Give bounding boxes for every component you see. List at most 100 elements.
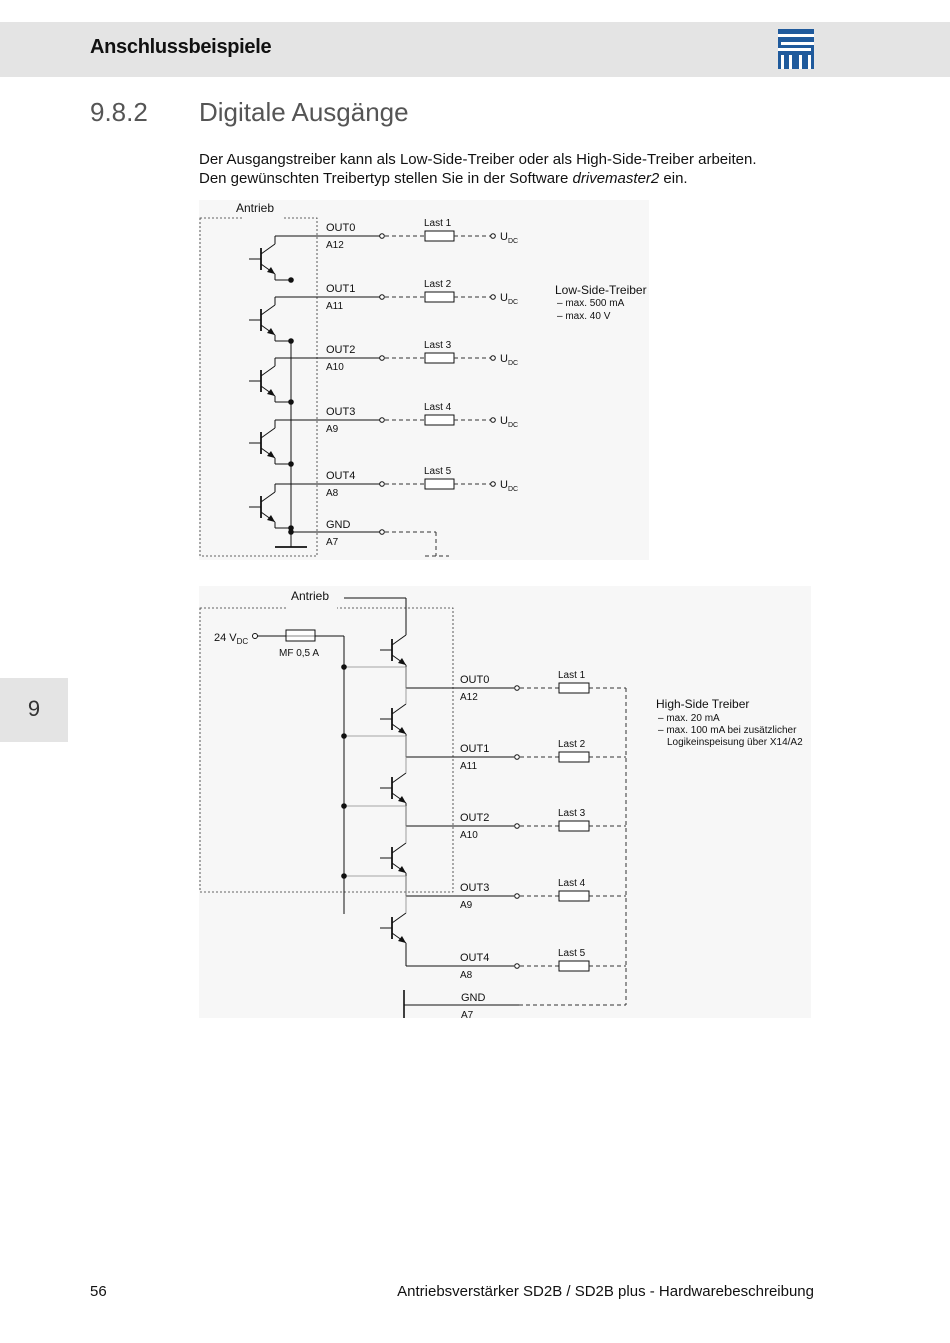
high-side-load-label-2: Last 3 bbox=[558, 808, 586, 819]
software-name: drivemaster2 bbox=[572, 170, 660, 187]
low-side-out-label-3: OUT3 bbox=[326, 406, 355, 418]
high-side-pin-label-1: A11 bbox=[460, 761, 477, 772]
low-side-pin-label-2: A10 bbox=[326, 362, 344, 373]
high-side-junction-3 bbox=[341, 803, 347, 809]
low-side-supply-terminal-3 bbox=[490, 417, 496, 423]
section-number: 9.8.2 bbox=[90, 97, 148, 127]
low-side-pin-label-1: A11 bbox=[326, 301, 343, 312]
low-side-frame-label: Antrieb bbox=[236, 201, 274, 215]
high-side-transistor-0 bbox=[380, 634, 407, 666]
low-side-pin-label-3: A9 bbox=[326, 424, 339, 435]
low-side-load-3 bbox=[424, 414, 455, 426]
low-side-terminal-3 bbox=[379, 417, 385, 423]
low-side-load-4 bbox=[424, 478, 455, 490]
high-side-transistor-2 bbox=[380, 772, 407, 804]
section-title: Digitale Ausgänge bbox=[199, 97, 409, 127]
chapter-tab: 9 bbox=[0, 678, 68, 742]
high-side-transistor-1 bbox=[380, 703, 407, 735]
low-side-supply-terminal-4 bbox=[490, 481, 496, 487]
fuse-symbol bbox=[285, 629, 316, 642]
low-side-terminal-1 bbox=[379, 294, 385, 300]
high-side-out-label-4: OUT4 bbox=[460, 952, 489, 964]
chapter-tab-label: 9 bbox=[27, 696, 41, 721]
low-side-pin-label-0: A12 bbox=[326, 240, 344, 251]
high-side-frame-label: Antrieb bbox=[291, 589, 329, 603]
low-side-transistor-3 bbox=[249, 427, 276, 459]
high-side-note-line-2: – max. 100 mA bei zusätzlicher bbox=[658, 725, 797, 736]
low-side-transistor-4 bbox=[249, 491, 276, 523]
low-side-transistor-1 bbox=[249, 304, 276, 336]
low-side-out-label-1: OUT1 bbox=[326, 283, 355, 295]
high-side-pin-label-4: A8 bbox=[460, 970, 473, 981]
high-side-pin-label-3: A9 bbox=[460, 900, 473, 911]
low-side-supply-terminal-0 bbox=[490, 233, 496, 239]
page-number: 56 bbox=[90, 1283, 107, 1300]
low-side-pin-label-4: A8 bbox=[326, 488, 339, 499]
company-logo bbox=[778, 29, 814, 69]
low-side-note-line-1: – max. 500 mA bbox=[557, 298, 625, 309]
high-side-junction-1 bbox=[341, 664, 347, 670]
high-side-load-4 bbox=[558, 960, 590, 972]
high-side-out-label-0: OUT0 bbox=[460, 674, 489, 686]
high-side-load-label-4: Last 5 bbox=[558, 948, 586, 959]
high-side-gnd-label: GND bbox=[461, 992, 486, 1004]
low-side-transistor-2 bbox=[249, 365, 276, 397]
low-side-out-label-4: OUT4 bbox=[326, 470, 355, 482]
high-side-load-1 bbox=[558, 751, 590, 763]
high-side-load-label-0: Last 1 bbox=[558, 670, 586, 681]
low-side-gnd-pin: A7 bbox=[326, 537, 339, 548]
high-side-terminal-1 bbox=[514, 754, 520, 760]
high-side-note-title: High-Side Treiber bbox=[656, 697, 749, 711]
low-side-note-title: Low-Side-Treiber bbox=[555, 283, 647, 297]
high-side-pin-label-0: A12 bbox=[460, 692, 478, 703]
low-side-load-label-1: Last 2 bbox=[424, 279, 452, 290]
high-side-note-line-1: – max. 20 mA bbox=[658, 713, 720, 724]
low-side-transistor-0 bbox=[249, 243, 276, 275]
low-side-supply-terminal-1 bbox=[490, 294, 496, 300]
header-title: Anschlussbeispiele bbox=[90, 36, 272, 58]
high-side-out-label-1: OUT1 bbox=[460, 743, 489, 755]
high-side-gnd-pin: A7 bbox=[461, 1010, 474, 1021]
intro-paragraph: Der Ausgangstreiber kann als Low-Side-Tr… bbox=[199, 150, 839, 188]
low-side-supply-terminal-2 bbox=[490, 355, 496, 361]
low-side-load-label-3: Last 4 bbox=[424, 402, 452, 413]
high-side-terminal-3 bbox=[514, 893, 520, 899]
high-side-terminal-0 bbox=[514, 685, 520, 691]
low-side-load-label-2: Last 3 bbox=[424, 340, 452, 351]
high-side-pin-label-2: A10 bbox=[460, 830, 478, 841]
high-side-out-label-3: OUT3 bbox=[460, 882, 489, 894]
high-side-junction-4 bbox=[341, 873, 347, 879]
low-side-terminal-2 bbox=[379, 355, 385, 361]
low-side-out-label-0: OUT0 bbox=[326, 222, 355, 234]
high-side-transistor-3 bbox=[380, 842, 407, 874]
low-side-load-2 bbox=[424, 352, 455, 364]
low-side-load-0 bbox=[424, 230, 455, 242]
high-side-load-3 bbox=[558, 890, 590, 902]
supply-label: 24 VDC bbox=[214, 632, 248, 646]
low-side-load-1 bbox=[424, 291, 455, 303]
low-side-out-label-2: OUT2 bbox=[326, 344, 355, 356]
low-side-terminal-4 bbox=[379, 481, 385, 487]
high-side-load-2 bbox=[558, 820, 590, 832]
intro-line-1: Der Ausgangstreiber kann als Low-Side-Tr… bbox=[199, 151, 757, 168]
footer-document-title: Antriebsverstärker SD2B / SD2B plus - Ha… bbox=[397, 1283, 814, 1300]
high-side-transistor-4 bbox=[380, 912, 407, 944]
high-side-terminal-2 bbox=[514, 823, 520, 829]
high-side-terminal-4 bbox=[514, 963, 520, 969]
low-side-note-line-2: – max. 40 V bbox=[557, 311, 611, 322]
low-side-junction-0 bbox=[288, 277, 294, 283]
high-side-out-label-2: OUT2 bbox=[460, 812, 489, 824]
high-side-load-0 bbox=[558, 682, 590, 694]
low-side-terminal-0 bbox=[379, 233, 385, 239]
low-side-gnd-label: GND bbox=[326, 519, 351, 531]
low-side-load-label-4: Last 5 bbox=[424, 466, 452, 477]
low-side-load-label-0: Last 1 bbox=[424, 218, 452, 229]
high-side-load-label-3: Last 4 bbox=[558, 878, 586, 889]
high-side-load-label-1: Last 2 bbox=[558, 739, 586, 750]
high-side-junction-2 bbox=[341, 733, 347, 739]
